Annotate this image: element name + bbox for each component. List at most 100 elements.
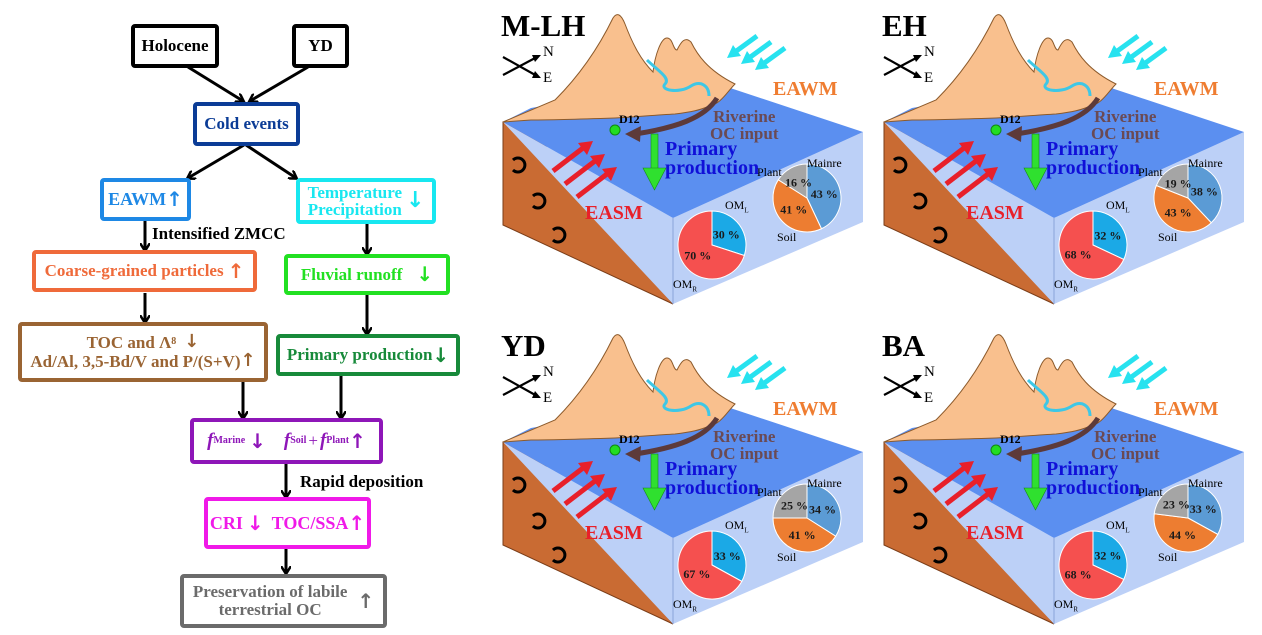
- riverine-oc-arrow: [634, 96, 720, 137]
- compass-east-label: E: [543, 390, 553, 406]
- scenario-panel-eh: 32 %68 % 38 %43 %19 % EH N E D12 EAWM EA…: [876, 0, 1256, 315]
- eawm-arrowhead: [1136, 377, 1150, 390]
- eawm-arrowhead: [1136, 57, 1150, 70]
- easm-arrow: [575, 492, 609, 519]
- omr-label: OMR: [1054, 277, 1079, 294]
- primary-production-label: Primary production: [1046, 138, 1140, 178]
- pie-slice-plant: [1155, 163, 1189, 199]
- primary-production-arrow-shaft: [650, 453, 659, 490]
- plant-label: Plant: [1138, 485, 1163, 499]
- river: [1026, 378, 1092, 417]
- pie-slice-om-r: [677, 530, 743, 600]
- eddy-icon: [531, 192, 547, 210]
- water-column-face: [884, 442, 1244, 624]
- pie-label-soil: 41 %: [789, 528, 816, 542]
- compass-north-label: N: [924, 44, 935, 60]
- site-label: D12: [1000, 432, 1021, 446]
- f-soil-symbol: f: [283, 430, 291, 452]
- eawm-arrow: [733, 353, 759, 375]
- plus-sign: +: [308, 431, 318, 451]
- eawm-arrowhead: [755, 57, 769, 70]
- riverine-line1: Riverine: [713, 107, 776, 126]
- mainre-label: Mainre: [807, 156, 842, 170]
- eawm-arrow: [1114, 33, 1140, 55]
- site-d12-marker: [990, 444, 1002, 456]
- eawm-arrow: [1142, 365, 1168, 387]
- compass-north-label: N: [543, 44, 554, 60]
- pie-slice-om-l: [1092, 210, 1128, 261]
- eawm-arrow: [1128, 359, 1154, 381]
- oml-label: OML: [725, 518, 749, 535]
- riverine-line1: Riverine: [713, 427, 776, 446]
- pie-om: 30 %70 %: [677, 210, 747, 280]
- eawm-box: EAWM ↑: [100, 178, 191, 221]
- easm-arrow: [551, 146, 585, 173]
- easm-label: EASM: [966, 522, 1024, 544]
- compass-east-label: E: [543, 70, 553, 86]
- preservation-box: Preservation of labile terrestrial OC ↑: [180, 574, 387, 628]
- eawm-label: EAWM: [1154, 78, 1219, 100]
- pie-slice-marine: [1187, 163, 1223, 224]
- arrow-down-icon: ↓: [432, 342, 450, 367]
- site-d12-marker: [990, 124, 1002, 136]
- eawm-arrowhead: [727, 45, 741, 58]
- coarse-label: Coarse-grained particles: [44, 261, 224, 281]
- pie-label-marine: 38 %: [1191, 185, 1218, 199]
- primary-production-label: Primary production: [1046, 459, 1140, 498]
- block-diagram: 30 %70 % 43 %41 %16 %: [502, 14, 863, 305]
- eawm-label: EAWM: [773, 78, 838, 100]
- eawm-arrow: [1114, 353, 1140, 375]
- pie-label-om-l: 32 %: [1094, 549, 1121, 563]
- site-label: D12: [1000, 112, 1021, 126]
- site-label: D12: [619, 432, 640, 446]
- riverine-label: Riverine OC input: [1091, 428, 1160, 462]
- panel-title: M-LH: [501, 8, 586, 43]
- pie-label-om-r: 68 %: [1065, 248, 1092, 262]
- plant-label: Plant: [757, 485, 782, 499]
- pie-slice-om-l: [1092, 530, 1128, 581]
- easm-arrow: [563, 479, 597, 506]
- water-column-face: [503, 122, 863, 304]
- pie-label-plant: 19 %: [1165, 176, 1192, 190]
- primary-production-arrowhead: [1023, 167, 1048, 191]
- arrow-down-icon: ↓: [406, 188, 425, 214]
- pie-slice-plant: [1153, 483, 1189, 519]
- pie-label-soil: 41 %: [780, 203, 807, 217]
- primary-production-arrow-shaft: [650, 133, 659, 170]
- eddy-icon: [511, 476, 527, 494]
- compass-north-head: [532, 55, 541, 62]
- river: [645, 58, 711, 97]
- riverine-line1: Riverine: [1094, 427, 1157, 446]
- panel-title: YD: [501, 328, 546, 363]
- easm-arrow: [932, 146, 966, 173]
- soil-label: Soil: [777, 230, 797, 244]
- easm-arrow: [563, 159, 597, 186]
- eawm-arrow: [747, 359, 773, 381]
- pie-label-soil: 44 %: [1169, 528, 1196, 542]
- f-plant-subscript: Plant: [326, 434, 350, 446]
- cold-events-box: Cold events: [193, 102, 300, 146]
- f-plant-symbol: f: [319, 430, 327, 452]
- primary-line1: Primary: [665, 458, 738, 480]
- primary-line2: production: [665, 477, 760, 499]
- toc-lambda-label: TOC and Λ: [86, 332, 172, 352]
- arrow-down-icon: ↓: [184, 331, 200, 353]
- river: [1026, 58, 1092, 97]
- pie-label-om-l: 32 %: [1094, 229, 1121, 243]
- easm-arrowhead: [983, 487, 998, 501]
- temperature-precipitation-box: Temperature Precipitation ↓: [296, 178, 436, 224]
- easm-arrowhead: [971, 154, 986, 168]
- yd-label: YD: [308, 36, 333, 56]
- riverine-label: Riverine OC input: [710, 108, 779, 142]
- arrow-up-icon: ↑: [240, 350, 256, 371]
- preservation-line1: Preservation of labile: [192, 582, 348, 602]
- compass-east-label: E: [924, 390, 934, 406]
- easm-arrowhead: [578, 461, 593, 475]
- eddy-icon: [932, 546, 948, 564]
- pie-slice-soil: [1153, 513, 1219, 553]
- fluvial-label: Fluvial runoff: [300, 264, 403, 284]
- primary-line1: Primary: [1046, 138, 1119, 160]
- eawm-arrowhead: [727, 365, 741, 378]
